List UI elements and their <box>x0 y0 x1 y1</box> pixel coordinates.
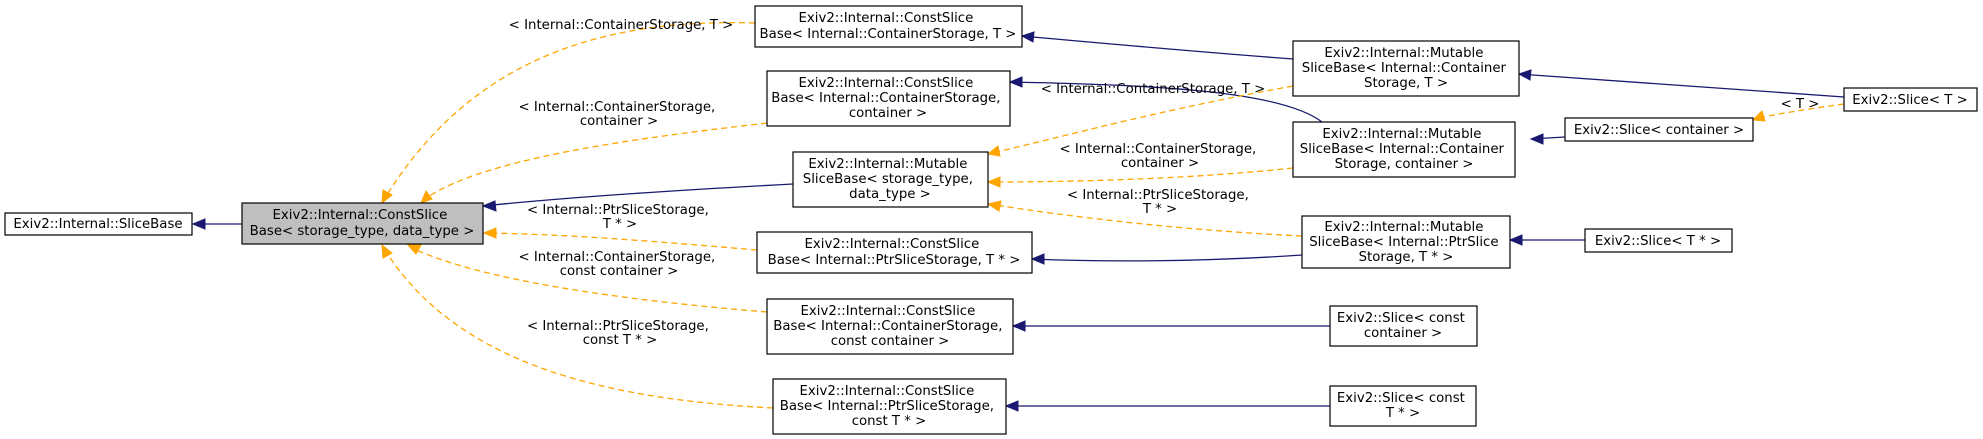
node-slice-const-container[interactable]: Exiv2::Slice< const container > <box>1329 305 1478 347</box>
edge-cs-cont-T-to-ms-cont-T <box>1021 35 1294 60</box>
node-constslicebase-container-constcontainer[interactable]: Exiv2::Internal::ConstSlice Base< Intern… <box>766 298 1014 355</box>
node-label: Exiv2::Internal::Mutable SliceBase< Inte… <box>1300 127 1509 172</box>
node-label: Exiv2::Internal::Mutable SliceBase< Inte… <box>1302 46 1511 91</box>
node-label: Exiv2::Internal::ConstSlice Base< storag… <box>250 208 475 239</box>
arrowhead-icon <box>1008 76 1023 88</box>
edge-tmpl-cont-container <box>424 122 768 200</box>
node-label: Exiv2::Internal::ConstSlice Base< Intern… <box>768 237 1021 268</box>
node-mutableslicebase-ptr-T[interactable]: Exiv2::Internal::Mutable SliceBase< Inte… <box>1301 215 1511 269</box>
edge-cs-ptr-T-to-ms-ptr-T <box>1031 254 1303 262</box>
edge-label-cont-constcontainer: < Internal::ContainerStorage, const cont… <box>518 250 719 279</box>
edge-tmpl-ptr-T <box>483 232 758 251</box>
edge-tmpl-ms-cont-T <box>987 85 1294 155</box>
node-label: Exiv2::Slice< const T * > <box>1337 391 1469 421</box>
arrowhead-icon <box>420 190 433 204</box>
arrowhead-icon <box>406 244 422 255</box>
arrowhead-icon <box>1508 234 1523 246</box>
node-constslicebase-container-T[interactable]: Exiv2::Internal::ConstSlice Base< Intern… <box>754 5 1023 48</box>
arrowhead-icon <box>381 243 393 259</box>
node-label: Exiv2::Internal::Mutable SliceBase< Inte… <box>1309 220 1503 265</box>
edge-label-slice-T: < T > <box>1781 97 1820 112</box>
edge-label-ms-cont-container: < Internal::ContainerStorage, container … <box>1059 142 1260 171</box>
arrowhead-icon <box>482 227 497 239</box>
arrowhead-icon <box>481 200 497 212</box>
edge-tmpl-ms-cont-container <box>987 167 1294 183</box>
arrowhead-icon <box>986 200 1002 212</box>
arrowhead-icon <box>1011 320 1026 332</box>
edge-cs-cont-container-to-ms-cont-container <box>1009 81 1323 123</box>
arrowhead-icon <box>986 176 1001 188</box>
node-slice-const-Tptr[interactable]: Exiv2::Slice< const T * > <box>1329 385 1477 427</box>
arrowhead-icon <box>191 218 206 230</box>
edge-labels: < Internal::ContainerStorage, T > < Inte… <box>509 18 1820 348</box>
edge-label-ptr-T: < Internal::PtrSliceStorage, T * > <box>527 203 713 232</box>
node-label: Exiv2::Internal::ConstSlice Base< Intern… <box>771 76 1004 121</box>
edge-label-cont-container: < Internal::ContainerStorage, container … <box>518 100 719 129</box>
template-edges <box>381 21 1845 409</box>
arrowhead-icon <box>1004 400 1019 412</box>
arrowhead-icon <box>1030 253 1045 265</box>
edge-tmpl-slice-T <box>1754 103 1845 120</box>
node-label: Exiv2::Slice< T > <box>1852 93 1967 108</box>
arrowhead-icon <box>381 189 393 205</box>
node-slicebase[interactable]: Exiv2::Internal::SliceBase <box>4 212 193 236</box>
arrowhead-icon <box>1529 133 1544 145</box>
arrowhead-icon <box>1751 110 1766 122</box>
arrowhead-icon <box>1020 31 1035 43</box>
node-mutableslicebase-container-container[interactable]: Exiv2::Internal::Mutable SliceBase< Inte… <box>1292 121 1516 178</box>
inheritance-edges <box>191 31 1845 412</box>
edge-label-ms-ptr-T: < Internal::PtrSliceStorage, T * > <box>1067 188 1253 217</box>
edge-label-ptr-constT: < Internal::PtrSliceStorage, const T * > <box>527 319 713 348</box>
nodes: Exiv2::Internal::SliceBase Exiv2::Intern… <box>4 5 1978 435</box>
edge-label-ms-cont-T: < Internal::ContainerStorage, T > <box>1041 82 1266 97</box>
node-slice-Tptr[interactable]: Exiv2::Slice< T * > <box>1584 228 1733 253</box>
edge-label-cont-T: < Internal::ContainerStorage, T > <box>509 18 734 33</box>
node-mutableslicebase-container-T[interactable]: Exiv2::Internal::Mutable SliceBase< Inte… <box>1292 40 1520 97</box>
node-label: Exiv2::Slice< T * > <box>1595 234 1721 249</box>
node-label: Exiv2::Internal::Mutable SliceBase< stor… <box>803 157 977 202</box>
node-constslicebase-focus[interactable]: Exiv2::Internal::ConstSlice Base< storag… <box>241 202 484 245</box>
node-constslicebase-ptr-constT[interactable]: Exiv2::Internal::ConstSlice Base< Intern… <box>772 378 1007 435</box>
node-slice-T[interactable]: Exiv2::Slice< T > <box>1843 87 1978 112</box>
edge-tmpl-ptr-constT <box>384 249 774 409</box>
arrowhead-icon <box>1517 69 1532 81</box>
node-label: Exiv2::Internal::ConstSlice Base< Intern… <box>760 11 1017 42</box>
node-mutableslicebase-main[interactable]: Exiv2::Internal::Mutable SliceBase< stor… <box>792 151 989 208</box>
node-label: Exiv2::Internal::ConstSlice Base< Intern… <box>773 304 1006 349</box>
edge-constslicebase-to-mutableslicebase <box>482 183 794 207</box>
node-slice-container[interactable]: Exiv2::Slice< container > <box>1564 117 1754 142</box>
node-label: Exiv2::Slice< const container > <box>1337 311 1469 341</box>
node-label: Exiv2::Internal::SliceBase <box>13 217 182 232</box>
node-label: Exiv2::Slice< container > <box>1574 123 1744 138</box>
node-constslicebase-ptr-T[interactable]: Exiv2::Internal::ConstSlice Base< Intern… <box>756 231 1033 274</box>
edge-tmpl-cont-T <box>384 21 756 199</box>
node-constslicebase-container-container[interactable]: Exiv2::Internal::ConstSlice Base< Intern… <box>766 70 1011 127</box>
edge-ms-cont-T-to-slice-T <box>1518 73 1845 98</box>
node-label: Exiv2::Internal::ConstSlice Base< Intern… <box>780 384 998 429</box>
arrowhead-icon <box>986 145 1001 157</box>
